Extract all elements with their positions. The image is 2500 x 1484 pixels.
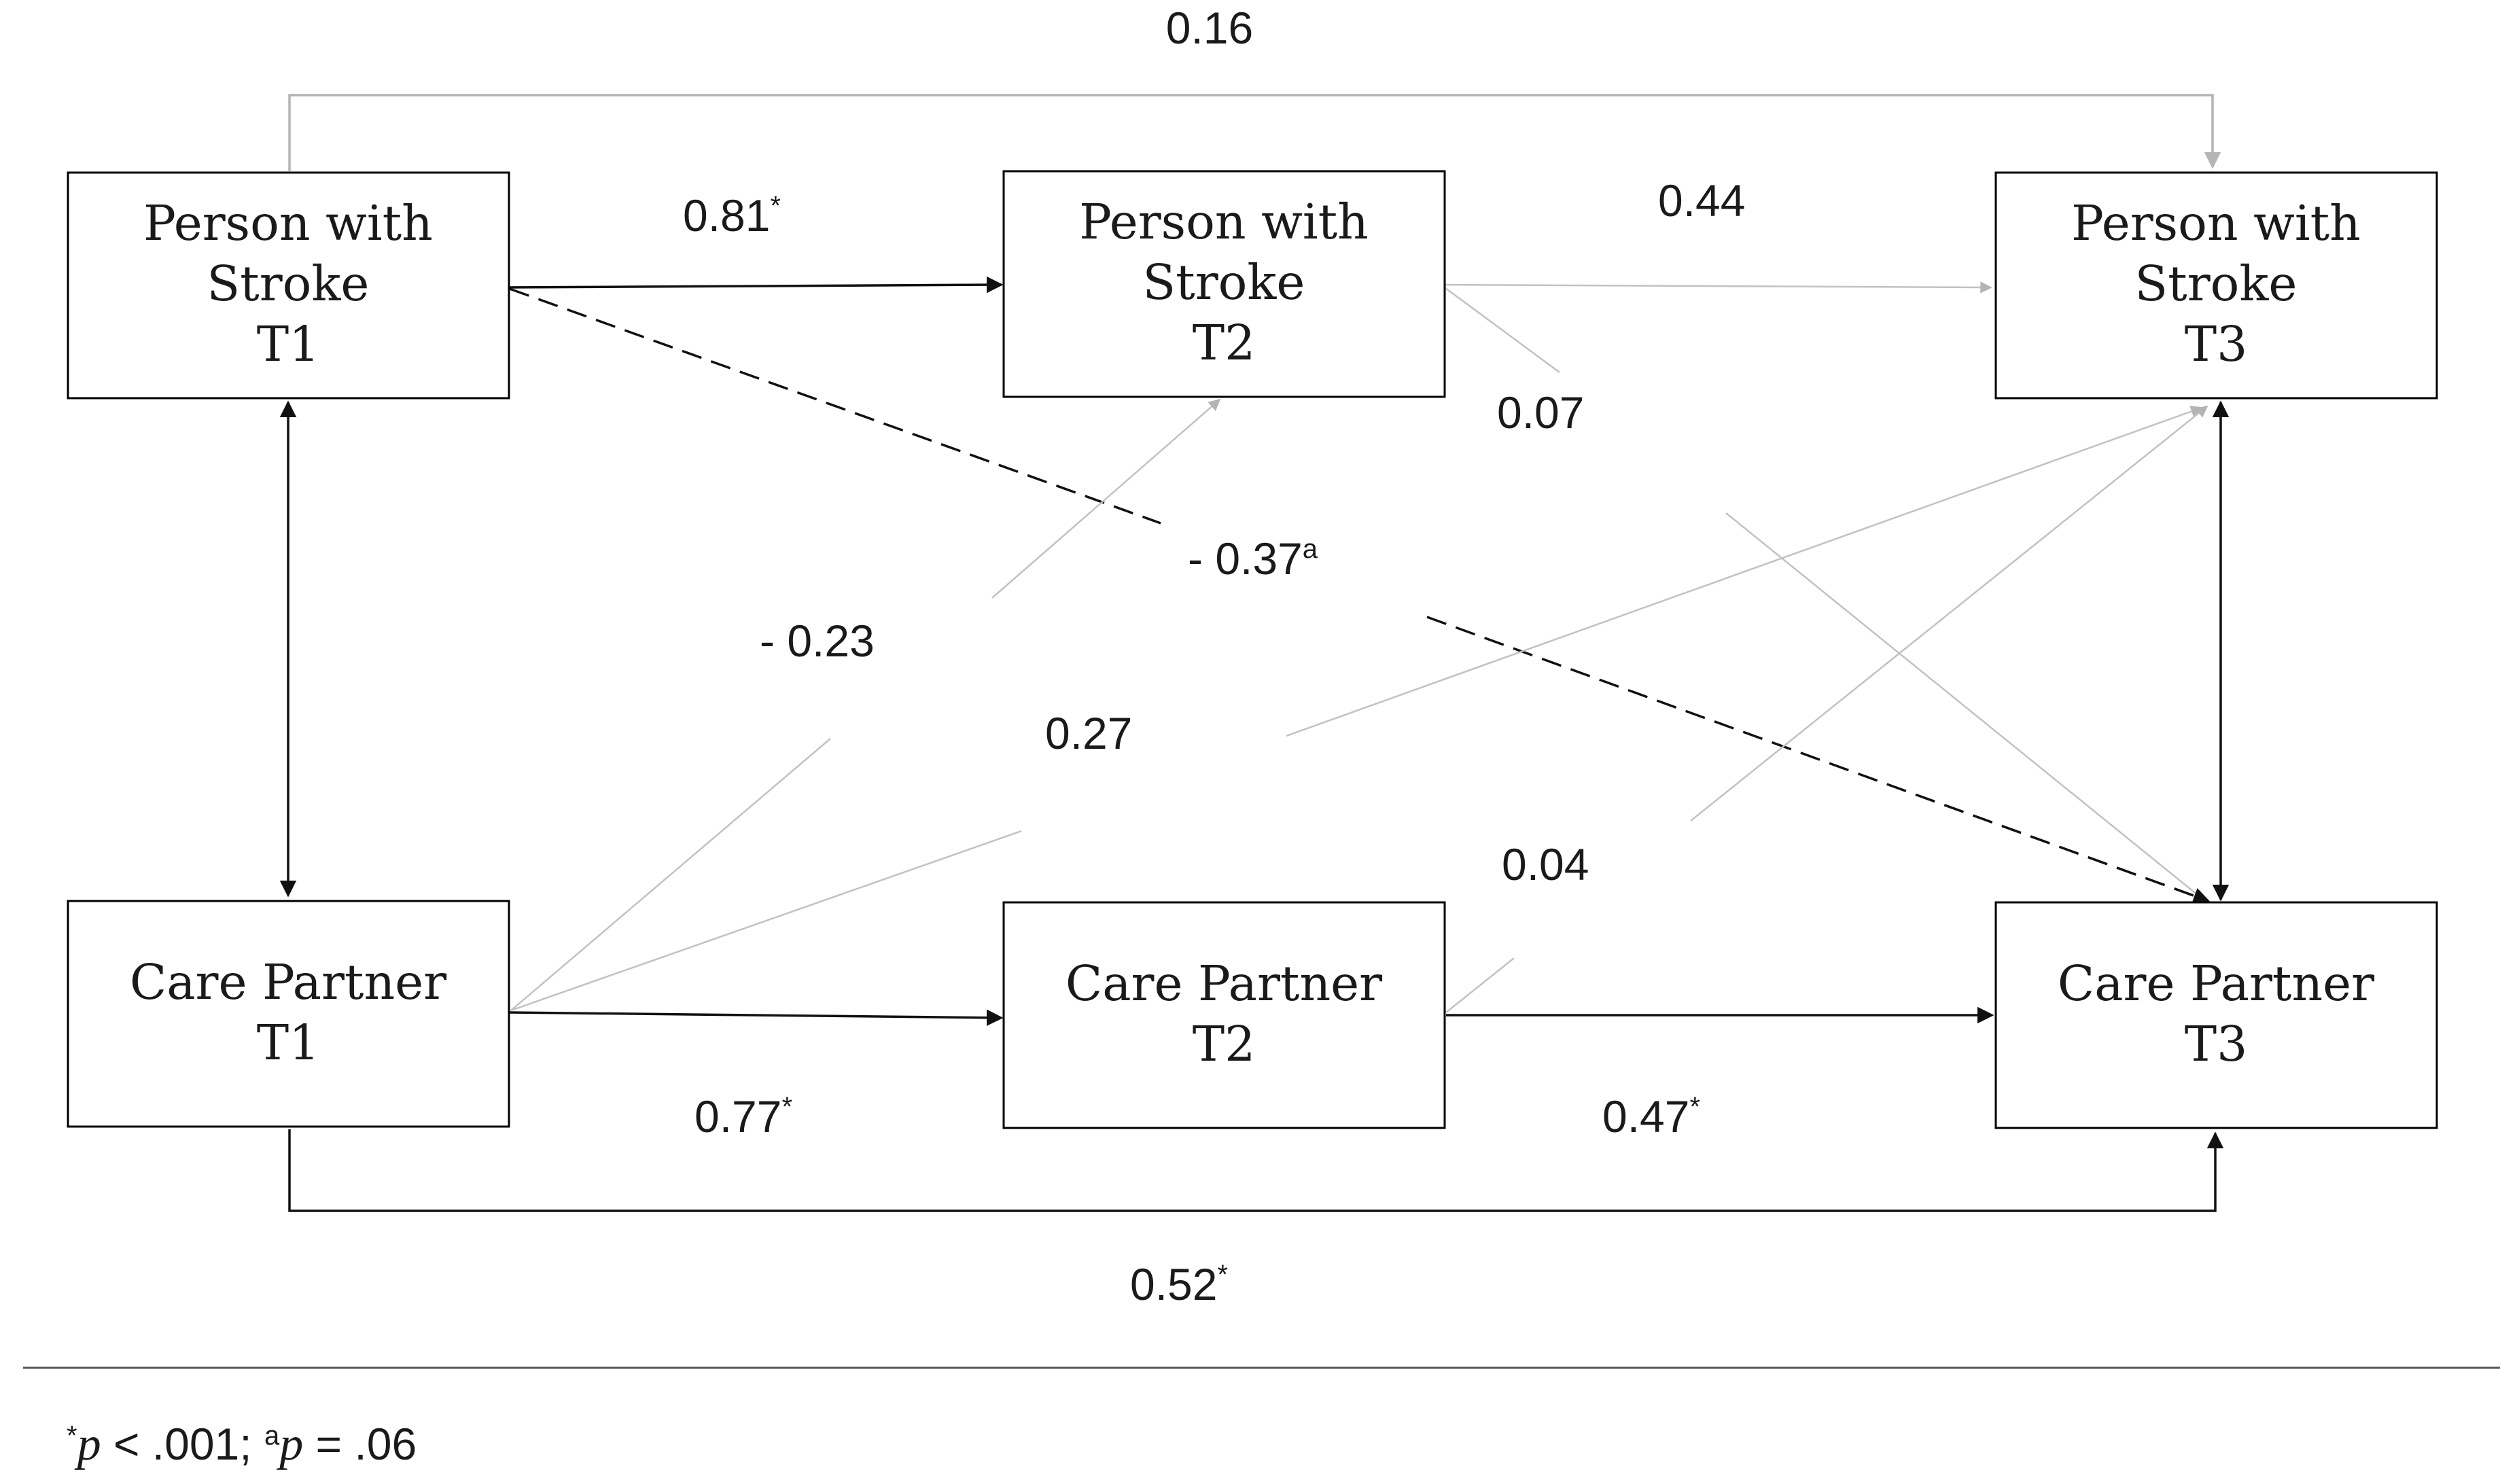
footnote-condition: = .06 <box>303 1419 417 1469</box>
footnote-a: a <box>264 1421 280 1451</box>
coef-value: 0.81 <box>683 190 770 241</box>
coef-value: 0.27 <box>1045 708 1132 758</box>
node-label-line: Stroke <box>1143 254 1305 311</box>
coef-mark: * <box>1217 1260 1228 1290</box>
coef-cp-t1-to-ps-t3: 0.27 <box>1045 708 1132 758</box>
node-label-line: Stroke <box>207 255 370 312</box>
node-person-with-stroke-t3: Person with Stroke T3 <box>1994 171 2438 400</box>
coef-mark: * <box>781 1092 792 1122</box>
coef-value: 0.07 <box>1497 387 1584 438</box>
node-person-with-stroke-t2: Person with Stroke T2 <box>1002 170 1446 398</box>
node-label-line: T2 <box>1193 1016 1256 1072</box>
coef-value: 0.16 <box>1166 3 1253 53</box>
footnote-p: p <box>276 1418 303 1470</box>
coef-cp-t1-to-cp-t2: 0.77* <box>694 1091 792 1142</box>
path-ps-t1-to-ps-t2 <box>508 276 1004 294</box>
node-label-line: Care Partner <box>1066 955 1382 1012</box>
path-cp-t1-to-ps-t2 <box>510 398 1221 1011</box>
coef-value: 0.04 <box>1502 839 1589 889</box>
node-label-line: Care Partner <box>130 954 446 1010</box>
path-ps-t2-to-cp-t3 <box>1442 285 2209 904</box>
node-label-line: Person with <box>2071 195 2361 251</box>
footnote: *p < .001; ap = .06 <box>67 1418 417 1470</box>
coef-ps-t1-to-ps-t3: 0.16 <box>1166 3 1253 53</box>
node-label-line: T1 <box>257 316 320 372</box>
node-label-line: Person with <box>143 195 433 251</box>
node-label-line: T1 <box>257 1014 320 1071</box>
path-cp-t1-to-ps-t3 <box>510 406 2203 1012</box>
node-label-line: Person with <box>1079 194 1369 250</box>
coef-ps-t2-to-ps-t3: 0.44 <box>1658 175 1745 226</box>
coef-cp-t1-to-cp-t3: 0.52* <box>1130 1259 1228 1309</box>
coef-value: 0.52 <box>1130 1259 1217 1309</box>
path-ps-t1-to-ps-t3 <box>288 94 2221 171</box>
coef-mark: * <box>770 191 781 221</box>
coef-value: 0.44 <box>1658 175 1745 226</box>
node-label-line: Stroke <box>2135 255 2297 312</box>
path-cp-t1-to-cp-t2 <box>508 1009 1004 1027</box>
coef-value: - 0.37 <box>1188 533 1303 584</box>
coef-value: 0.77 <box>694 1091 781 1142</box>
footnote-condition: < .001; <box>101 1419 264 1469</box>
coef-mark: a <box>1303 534 1318 564</box>
coef-ps-t1-to-cp-t3: - 0.37a <box>1188 533 1318 584</box>
path-cp-t1-to-cp-t3 <box>288 1129 2224 1212</box>
footnote-star: * <box>67 1421 77 1451</box>
node-label-line: Care Partner <box>2058 955 2374 1012</box>
node-label-line: T2 <box>1193 315 1256 371</box>
footnote-p: p <box>74 1418 101 1470</box>
coef-cp-t1-to-ps-t2: - 0.23 <box>760 616 875 666</box>
node-label-line: T3 <box>2185 1016 2248 1072</box>
coef-value: 0.47 <box>1602 1091 1689 1142</box>
coef-mark: * <box>1689 1092 1700 1122</box>
coef-cp-t2-to-cp-t3: 0.47* <box>1602 1091 1700 1142</box>
coef-ps-t1-to-ps-t2: 0.81* <box>683 190 781 241</box>
coef-ps-t2-to-cp-t3: 0.07 <box>1497 387 1584 438</box>
node-care-partner-t3: Care Partner T3 <box>1994 901 2438 1129</box>
path-ps-t2-to-ps-t3 <box>1439 281 1992 294</box>
coef-cp-t2-to-ps-t3: 0.04 <box>1502 839 1589 889</box>
node-label-line: T3 <box>2185 316 2248 372</box>
node-person-with-stroke-t1: Person with Stroke T1 <box>67 171 510 400</box>
node-care-partner-t2: Care Partner T2 <box>1002 901 1446 1129</box>
path-cp-t2-to-ps-t3 <box>1445 405 2208 1013</box>
path-ps-t1-to-cp-t3 <box>509 287 2211 904</box>
coef-value: - 0.23 <box>760 616 875 666</box>
node-care-partner-t1: Care Partner T1 <box>67 900 510 1128</box>
